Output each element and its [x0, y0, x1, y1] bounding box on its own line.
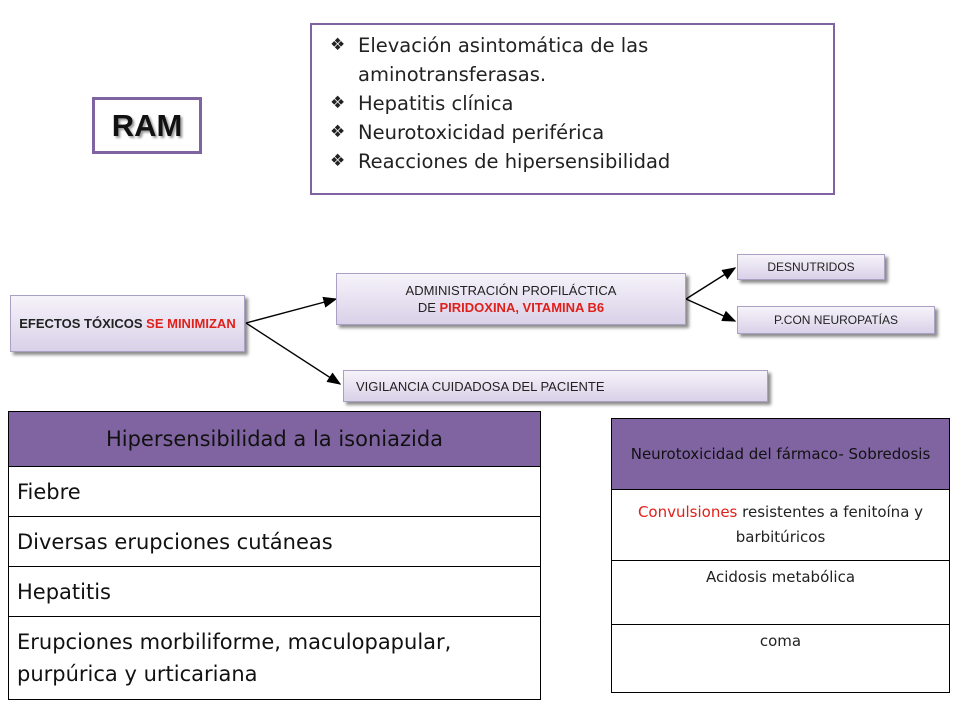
- neuropatias-box: P.CON NEUROPATÍAS: [737, 306, 935, 334]
- table-header-row: Hipersensibilidad a la isoniazida: [8, 411, 541, 467]
- ram-list: ❖ Elevación asintomática de las aminotra…: [326, 31, 821, 176]
- hipersensibilidad-header: Hipersensibilidad a la isoniazida: [8, 411, 541, 467]
- ram-list-item: ❖ Hepatitis clínica: [326, 89, 821, 118]
- vigilancia-box: VIGILANCIA CUIDADOSA DEL PACIENTE: [343, 370, 768, 402]
- table-row: Erupciones morbiliforme, maculopapular, …: [8, 616, 541, 700]
- table-cell: Hepatitis: [8, 566, 541, 617]
- administracion-line1: ADMINISTRACIÓN PROFILÁCTICA: [405, 283, 617, 298]
- arrow-admin-to-pcon: [685, 298, 737, 322]
- ram-list-item: ❖ Neurotoxicidad periférica: [326, 118, 821, 147]
- ram-list-item-text: Hepatitis clínica: [358, 92, 514, 115]
- table-cell: Diversas erupciones cutáneas: [8, 516, 541, 567]
- neurotoxicidad-table: Neurotoxicidad del fármaco- Sobredosis C…: [611, 418, 950, 693]
- ram-list-item: ❖ Reacciones de hipersensibilidad: [326, 147, 821, 176]
- diamond-bullet-icon: ❖: [330, 35, 346, 55]
- diamond-bullet-icon: ❖: [330, 93, 346, 113]
- table-cell: Acidosis metabólica: [611, 560, 950, 625]
- diamond-bullet-icon: ❖: [330, 151, 346, 171]
- piridoxina-label: PIRIDOXINA, VITAMINA B6: [439, 300, 605, 315]
- desnutridos-box: DESNUTRIDOS: [737, 254, 885, 280]
- desnutridos-label: DESNUTRIDOS: [767, 259, 855, 274]
- table-cell: Fiebre: [8, 466, 541, 517]
- neuropatias-label: P.CON NEUROPATÍAS: [773, 312, 899, 327]
- hipersensibilidad-table: Hipersensibilidad a la isoniazida Fiebre…: [8, 411, 541, 700]
- diamond-bullet-icon: ❖: [330, 122, 346, 142]
- neurotoxicidad-header: Neurotoxicidad del fármaco- Sobredosis: [611, 418, 950, 490]
- se-minimizan-label: SE MINIMIZAN: [146, 316, 236, 331]
- table-row: Fiebre: [8, 466, 541, 517]
- efectos-label: EFECTOS TÓXICOS: [19, 316, 147, 331]
- ram-list-box: ❖ Elevación asintomática de las aminotra…: [310, 23, 835, 195]
- arrow-efectos-to-admin: [245, 296, 338, 324]
- vigilancia-label: VIGILANCIA CUIDADOSA DEL PACIENTE: [356, 378, 605, 394]
- table-cell: coma: [611, 624, 950, 693]
- arrow-admin-to-desnutridos: [685, 267, 737, 300]
- table-header-row: Neurotoxicidad del fármaco- Sobredosis: [611, 418, 950, 490]
- administracion-box: ADMINISTRACIÓN PROFILÁCTICA DE PIRIDOXIN…: [336, 273, 686, 325]
- ram-list-item-text: Reacciones de hipersensibilidad: [358, 150, 671, 173]
- administracion-text: ADMINISTRACIÓN PROFILÁCTICA DE PIRIDOXIN…: [406, 282, 617, 316]
- table-row: Convulsiones resistentes a fenitoína y b…: [611, 489, 950, 561]
- arrow-efectos-to-vigilancia: [245, 322, 342, 385]
- table-row: coma: [611, 624, 950, 693]
- efectos-toxicos-text: EFECTOS TÓXICOS SE MINIMIZAN: [19, 315, 235, 332]
- convulsiones-label: Convulsiones: [637, 503, 738, 521]
- ram-list-item-text: Neurotoxicidad periférica: [358, 121, 605, 144]
- ram-title: RAM: [111, 107, 183, 143]
- table-cell: Erupciones morbiliforme, maculopapular, …: [8, 616, 541, 700]
- efectos-toxicos-box: EFECTOS TÓXICOS SE MINIMIZAN: [10, 295, 245, 352]
- table-cell: Convulsiones resistentes a fenitoína y b…: [611, 489, 950, 561]
- table-row: Hepatitis: [8, 566, 541, 617]
- convulsiones-rest: resistentes a fenitoína y barbitúricos: [735, 503, 924, 546]
- ram-list-item-text: Elevación asintomática de las aminotrans…: [358, 34, 649, 86]
- ram-title-box: RAM: [92, 97, 202, 154]
- administracion-prefix: DE: [417, 300, 440, 315]
- table-row: Diversas erupciones cutáneas: [8, 516, 541, 567]
- ram-list-item: ❖ Elevación asintomática de las aminotra…: [326, 31, 821, 89]
- table-row: Acidosis metabólica: [611, 560, 950, 625]
